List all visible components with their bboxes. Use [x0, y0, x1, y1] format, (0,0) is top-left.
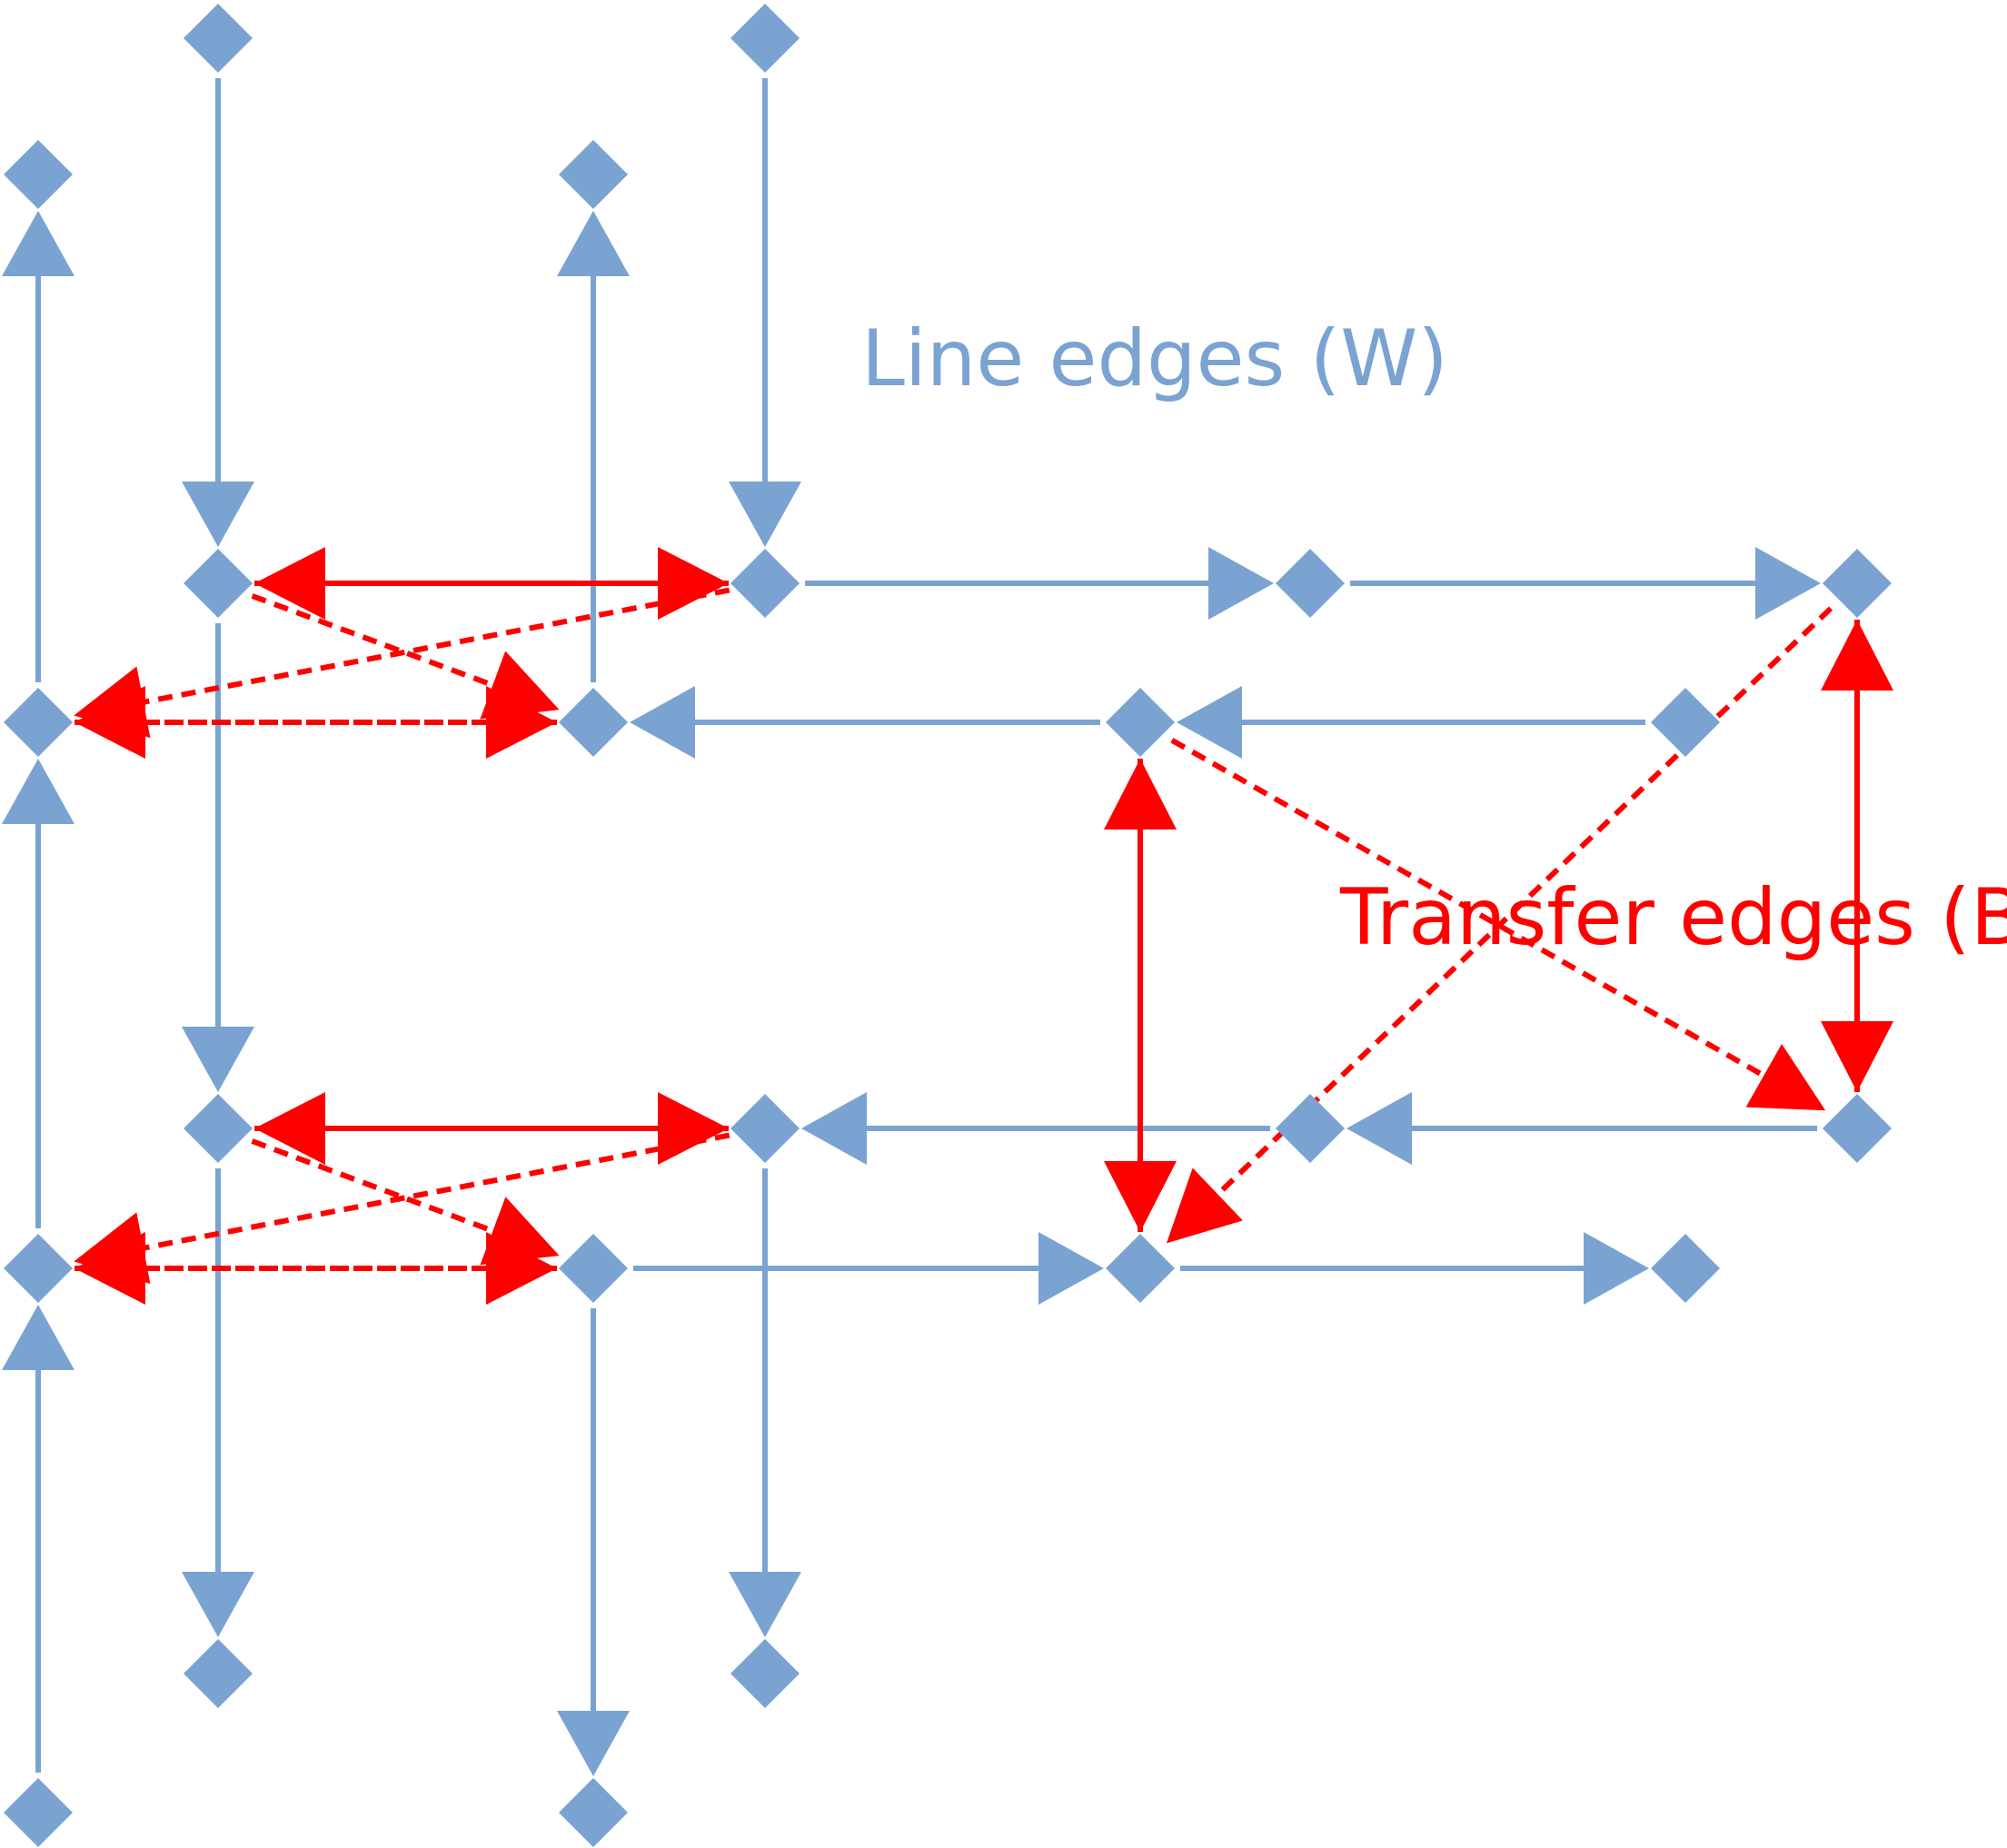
arrowhead-icon — [75, 686, 145, 759]
station-node-diamond-icon — [1106, 1234, 1175, 1303]
line-edge-arrow — [630, 686, 1100, 759]
arrowhead-icon — [1584, 1232, 1649, 1305]
arrowhead-icon — [2, 211, 75, 276]
transfer-edge-arrow — [74, 1132, 730, 1284]
line-edge-arrow — [182, 1168, 254, 1637]
station-node-diamond-icon — [559, 1234, 628, 1303]
line-edge-arrow — [729, 78, 801, 547]
transfer-edge-arrow — [1170, 738, 1826, 1111]
arrowhead-icon — [557, 1711, 630, 1776]
arrowhead-icon — [480, 1197, 560, 1266]
line-edge-arrow — [182, 623, 254, 1092]
transfer-edge-arrow — [254, 547, 729, 620]
nodes-layer — [4, 4, 1892, 1847]
line-edges-layer — [2, 78, 1821, 1776]
station-node-diamond-icon — [1651, 688, 1720, 757]
transfer-edge-arrow — [254, 1092, 729, 1165]
arrowhead-icon — [557, 211, 630, 276]
station-node-diamond-icon — [1823, 1094, 1892, 1163]
transfer-edges-layer — [74, 547, 1893, 1305]
transfer-edge-arrow — [251, 1138, 560, 1266]
line-edge-arrow — [182, 78, 254, 547]
station-node-diamond-icon — [559, 1778, 628, 1847]
station-node-diamond-icon — [4, 140, 73, 209]
transfer-edge-arrow — [75, 686, 557, 759]
arrowhead-icon — [801, 1092, 867, 1165]
station-node-diamond-icon — [730, 4, 800, 73]
station-node-diamond-icon — [4, 688, 73, 757]
line-edge-arrow — [1177, 686, 1645, 759]
transfer-edge-arrow-line — [135, 1132, 730, 1253]
station-node-diamond-icon — [4, 1778, 73, 1847]
arrowhead-icon — [630, 686, 695, 759]
arrowhead-icon — [2, 1305, 75, 1370]
arrowhead-icon — [1208, 547, 1274, 620]
transfer-edges-legend-label: Transfer edges (B) — [1339, 872, 2007, 963]
line-edge-arrow — [1350, 547, 1821, 620]
station-node-diamond-icon — [184, 4, 253, 73]
arrowhead-icon — [729, 482, 801, 547]
arrowhead-icon — [658, 1092, 729, 1165]
arrowhead-icon — [1177, 686, 1242, 759]
arrowhead-icon — [1745, 1044, 1826, 1111]
line-edge-arrow — [805, 547, 1274, 620]
transfer-edge-arrow — [75, 1232, 557, 1305]
arrowhead-icon — [75, 1232, 145, 1305]
station-node-diamond-icon — [730, 1639, 800, 1708]
line-edges-legend-label: Line edges (W) — [861, 313, 1448, 404]
arrowhead-icon — [2, 759, 75, 824]
station-node-diamond-icon — [1651, 1234, 1720, 1303]
transfer-edge-arrow-line — [251, 593, 501, 691]
arrowhead-icon — [658, 547, 729, 620]
station-node-diamond-icon — [1106, 688, 1175, 757]
station-node-diamond-icon — [184, 549, 253, 618]
transfer-edge-arrow — [74, 587, 730, 739]
arrowhead-icon — [1821, 620, 1893, 691]
arrowhead-icon — [480, 651, 560, 720]
station-node-diamond-icon — [184, 1094, 253, 1163]
transfer-edge-arrow — [1821, 620, 1893, 1092]
line-edge-arrow — [801, 1092, 1270, 1165]
station-node-diamond-icon — [184, 1639, 253, 1708]
station-node-diamond-icon — [1276, 549, 1345, 618]
line-edge-arrow — [2, 759, 75, 1228]
station-node-diamond-icon — [4, 1234, 73, 1303]
arrowhead-icon — [1755, 547, 1821, 620]
station-node-diamond-icon — [730, 1094, 800, 1163]
station-node-diamond-icon — [559, 140, 628, 209]
transfer-edge-arrow — [1104, 759, 1177, 1232]
station-node-diamond-icon — [730, 549, 800, 618]
line-edge-arrow — [633, 1232, 1104, 1305]
line-edge-arrow — [557, 1308, 630, 1776]
arrowhead-icon — [182, 1572, 254, 1637]
transfer-edge-arrow-line — [135, 587, 730, 707]
transfer-edge-arrow-line — [251, 1138, 501, 1237]
line-edge-arrow — [2, 211, 75, 682]
station-node-diamond-icon — [1276, 1094, 1345, 1163]
transfer-edge-arrow-line — [1170, 738, 1772, 1082]
line-edge-arrow — [557, 211, 630, 682]
line-edge-arrow — [729, 1168, 801, 1637]
line-edge-arrow — [1346, 1092, 1817, 1165]
arrowhead-icon — [1166, 1167, 1243, 1244]
arrowhead-icon — [1346, 1092, 1412, 1165]
arrowhead-icon — [182, 1027, 254, 1092]
arrowhead-icon — [729, 1572, 801, 1637]
arrowhead-icon — [1104, 759, 1177, 830]
station-node-diamond-icon — [1823, 549, 1892, 618]
arrowhead-icon — [182, 482, 254, 547]
line-edge-arrow — [1180, 1232, 1649, 1305]
line-edge-arrow — [2, 1305, 75, 1773]
arrowhead-icon — [1038, 1232, 1104, 1305]
station-node-diamond-icon — [559, 688, 628, 757]
transfer-edge-arrow — [251, 593, 560, 720]
